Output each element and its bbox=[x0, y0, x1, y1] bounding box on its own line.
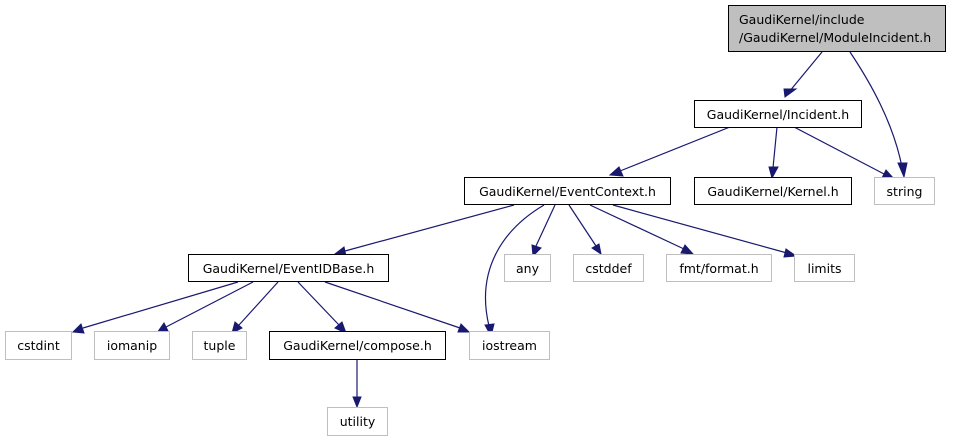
edge-compose-to-utility bbox=[352, 360, 362, 409]
node-fmt-format[interactable]: fmt/format.h bbox=[666, 254, 772, 282]
node-limits-label: limits bbox=[807, 261, 841, 276]
node-module-incident[interactable]: GaudiKernel/include /GaudiKernel/ModuleI… bbox=[728, 5, 946, 52]
edge-event-context-to-cstddef bbox=[568, 204, 602, 256]
node-event-id-base-label: GaudiKernel/EventIDBase.h bbox=[203, 261, 375, 276]
node-cstddef[interactable]: cstddef bbox=[573, 254, 644, 282]
node-iomanip[interactable]: iomanip bbox=[94, 331, 170, 360]
node-event-context-label: GaudiKernel/EventContext.h bbox=[479, 184, 656, 199]
node-tuple-label: tuple bbox=[204, 338, 236, 353]
node-compose-label: GaudiKernel/compose.h bbox=[283, 338, 432, 353]
node-tuple[interactable]: tuple bbox=[192, 331, 247, 360]
node-limits[interactable]: limits bbox=[794, 254, 855, 282]
node-iostream-label: iostream bbox=[482, 338, 537, 353]
node-utility[interactable]: utility bbox=[327, 407, 388, 436]
node-any[interactable]: any bbox=[504, 254, 551, 282]
node-kernel-label: GaudiKernel/Kernel.h bbox=[707, 184, 838, 199]
graph-edges bbox=[71, 51, 908, 409]
edge-event-context-to-event-id-base bbox=[333, 204, 515, 257]
node-string-label: string bbox=[887, 184, 923, 199]
edge-event-context-to-fmt-format bbox=[589, 204, 695, 255]
node-compose[interactable]: GaudiKernel/compose.h bbox=[269, 331, 446, 360]
node-event-context[interactable]: GaudiKernel/EventContext.h bbox=[464, 177, 671, 205]
node-cstdint-label: cstdint bbox=[17, 338, 60, 353]
node-utility-label: utility bbox=[340, 414, 376, 429]
node-incident[interactable]: GaudiKernel/Incident.h bbox=[694, 100, 862, 128]
node-event-id-base[interactable]: GaudiKernel/EventIDBase.h bbox=[188, 254, 389, 282]
node-cstddef-label: cstddef bbox=[585, 261, 632, 276]
edge-event-context-to-limits bbox=[612, 204, 798, 258]
node-kernel[interactable]: GaudiKernel/Kernel.h bbox=[694, 177, 852, 205]
node-fmt-format-label: fmt/format.h bbox=[679, 261, 758, 276]
node-iostream[interactable]: iostream bbox=[469, 331, 550, 360]
edge-event-id-base-to-iostream bbox=[324, 281, 471, 333]
node-cstdint[interactable]: cstdint bbox=[5, 331, 72, 360]
edge-event-id-base-to-cstdint bbox=[71, 281, 239, 334]
node-incident-label: GaudiKernel/Incident.h bbox=[707, 107, 849, 122]
node-module-incident-label-line2: /GaudiKernel/ModuleIncident.h bbox=[739, 30, 931, 45]
edge-event-context-to-any bbox=[531, 204, 556, 258]
edge-incident-to-event-context bbox=[608, 126, 731, 177]
node-string[interactable]: string bbox=[874, 177, 935, 205]
edge-module-incident-to-incident bbox=[783, 51, 823, 98]
node-any-label: any bbox=[516, 261, 540, 276]
edge-event-id-base-to-tuple bbox=[231, 281, 279, 334]
edge-event-id-base-to-compose bbox=[297, 281, 347, 334]
node-module-incident-label-line1: GaudiKernel/include bbox=[739, 12, 865, 27]
graph-nodes: GaudiKernel/include /GaudiKernel/ModuleI… bbox=[5, 5, 946, 436]
node-iomanip-label: iomanip bbox=[107, 338, 157, 353]
edge-incident-to-kernel bbox=[768, 126, 779, 180]
edge-module-incident-to-string bbox=[849, 51, 908, 179]
edge-incident-to-string bbox=[793, 126, 897, 181]
